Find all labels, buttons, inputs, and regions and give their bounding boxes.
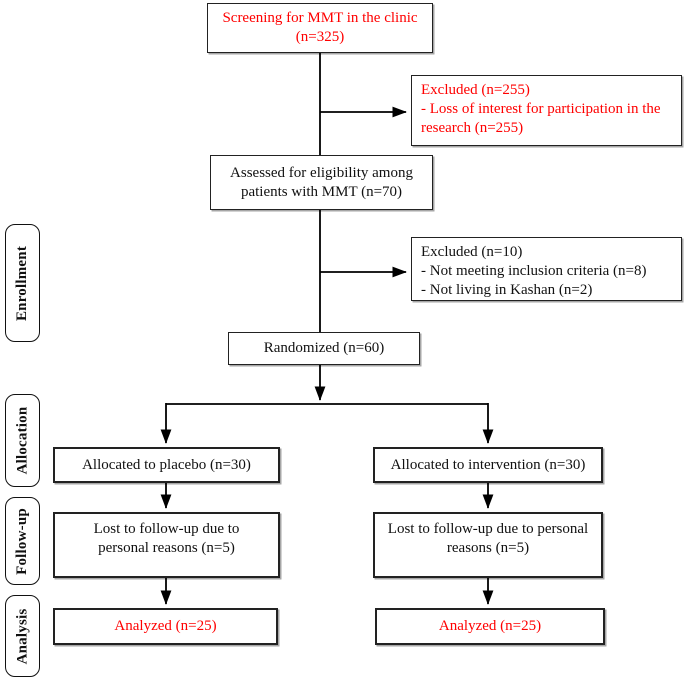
stage-allocation: Allocation bbox=[5, 394, 40, 487]
stage-analysis: Analysis bbox=[5, 595, 40, 677]
stage-enrollment: Enrollment bbox=[5, 224, 40, 342]
box-allocated-placebo: Allocated to placebo (n=30) bbox=[53, 447, 280, 483]
stage-analysis-label: Analysis bbox=[14, 608, 31, 664]
box-excluded-eligibility-reason1: - Not meeting inclusion criteria (n=8) bbox=[421, 262, 647, 279]
box-assessed-line2: patients with MMT (n=70) bbox=[240, 183, 403, 200]
stage-follow-up-label: Follow-up bbox=[14, 507, 30, 575]
stage-enrollment-label: Enrollment bbox=[14, 245, 30, 321]
box-analyzed-placebo-text: Analyzed (n=25) bbox=[114, 618, 217, 635]
box-randomized: Randomized (n=60) bbox=[228, 332, 420, 365]
box-assessed: Assessed for eligibility among patients … bbox=[210, 155, 433, 210]
box-analyzed-intervention: Analyzed (n=25) bbox=[375, 608, 605, 645]
box-analyzed-intervention-text: Analyzed (n=25) bbox=[438, 618, 542, 635]
box-screening-line1: Screening for MMT in the clinic bbox=[222, 10, 418, 27]
box-lost-intervention: Lost to follow-up due to personal reason… bbox=[373, 512, 603, 578]
box-screening: Screening for MMT in the clinic (n=325) bbox=[207, 3, 433, 53]
box-allocated-placebo-text: Allocated to placebo (n=30) bbox=[82, 456, 251, 473]
box-excluded-screening-reason: - Loss of interest for participation in … bbox=[421, 100, 661, 136]
stage-allocation-label: Allocation bbox=[14, 406, 30, 475]
box-allocated-intervention: Allocated to intervention (n=30) bbox=[373, 447, 603, 483]
box-lost-placebo-line1: Lost to follow-up due to bbox=[93, 521, 240, 537]
box-lost-intervention-line1: Lost to follow-up due to personal bbox=[387, 521, 589, 537]
box-excluded-eligibility-reason2: - Not living in Kashan (n=2) bbox=[421, 281, 593, 298]
box-assessed-line1: Assessed for eligibility among bbox=[230, 164, 413, 181]
box-lost-placebo-line2: personal reasons (n=5) bbox=[98, 539, 235, 556]
box-excluded-screening-title: Excluded (n=255) bbox=[421, 82, 530, 98]
box-excluded-screening: Excluded (n=255) - Loss of interest for … bbox=[411, 75, 682, 146]
box-analyzed-placebo: Analyzed (n=25) bbox=[53, 608, 278, 645]
box-excluded-eligibility-title: Excluded (n=10) bbox=[421, 244, 523, 260]
box-randomized-text: Randomized (n=60) bbox=[263, 340, 385, 357]
box-lost-intervention-line2: reasons (n=5) bbox=[446, 539, 530, 556]
box-screening-line2: (n=325) bbox=[295, 29, 345, 45]
stage-follow-up: Follow-up bbox=[5, 497, 40, 585]
box-allocated-intervention-text: Allocated to intervention (n=30) bbox=[390, 456, 586, 473]
box-excluded-eligibility: Excluded (n=10) - Not meeting inclusion … bbox=[411, 237, 682, 301]
box-lost-placebo: Lost to follow-up due to personal reason… bbox=[53, 512, 280, 578]
